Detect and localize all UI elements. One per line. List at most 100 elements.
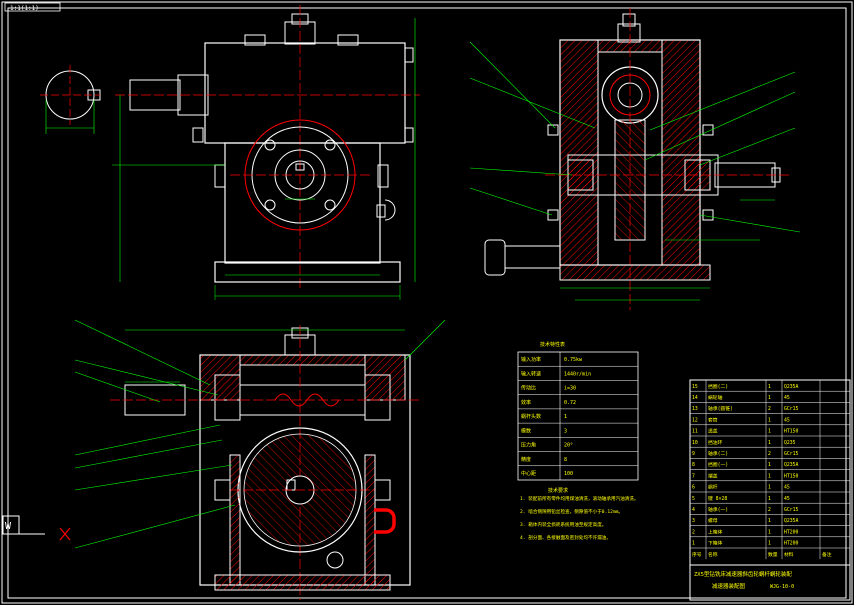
parts-cell: HT200 (784, 541, 799, 547)
parts-cell: 2 (768, 451, 771, 457)
tech-param-value: 0.72 (564, 400, 576, 406)
tech-param-name: 输入转速 (521, 370, 541, 377)
parts-cell: 蜗轮轴 (708, 394, 723, 401)
tech-param-value: 3 (564, 428, 567, 434)
highlighted-oil-plug[interactable] (374, 508, 396, 534)
hatch-left-wall (559, 39, 599, 266)
parts-cell: 蜗杆 (708, 484, 718, 491)
parts-cell: 14 (692, 395, 698, 401)
tech-param-value: 8 (564, 457, 567, 463)
parts-cell: 透盖 (708, 428, 718, 435)
parts-header-cell: 数量 (768, 551, 778, 558)
parts-cell: 2 (692, 529, 695, 535)
parts-cell: 轴承(一) (708, 506, 728, 513)
parts-cell: 2 (768, 507, 771, 513)
tech-param-name: 效率 (521, 399, 531, 406)
front-view[interactable] (40, 5, 420, 300)
parts-cell: 45 (784, 496, 790, 502)
bottom-base (214, 574, 391, 591)
parts-cell: 轴承(二) (708, 450, 728, 457)
parts-cell: 11 (692, 429, 698, 435)
tech-req-title: 技术要求 (548, 487, 568, 494)
title-block[interactable]: ZX5型钻铣床减速器斜齿轮蜗杆蜗轮装配 减速器装配图 WJG-10-0 (690, 564, 850, 590)
tech-param-name: 精度 (521, 456, 531, 463)
parts-cell: 2 (768, 406, 771, 412)
drawing-inner-frame (7, 7, 847, 599)
parts-cell: 4 (692, 507, 695, 513)
tech-param-name: 传动比 (521, 385, 536, 392)
tech-param-value: i=30 (564, 386, 576, 392)
parts-cell: 1 (768, 395, 771, 401)
parts-header-cell: 序号 (692, 551, 702, 558)
title-line2: 减速器装配图 (712, 582, 746, 590)
tech-param-value: 20° (564, 443, 573, 449)
parts-cell: 1 (768, 529, 771, 535)
parts-cell: GCr15 (784, 507, 799, 513)
parts-cell: Q235A (784, 518, 799, 524)
parts-cell: 1 (768, 473, 771, 479)
tech-req-item: 2. 啮合侧隙用铅丝检查，侧隙值不小于0.12mm。 (520, 508, 623, 515)
drawing-tab-label: 1:1(1:1) (10, 5, 39, 12)
parts-cell: 1 (768, 440, 771, 446)
tech-param-value: 0.75kw (564, 357, 583, 363)
parts-cell: 上箱体 (708, 528, 723, 535)
parts-cell: GCr15 (784, 406, 799, 412)
base-plate (214, 261, 401, 283)
parts-cell: 8 (692, 462, 695, 468)
top-view-section[interactable] (74, 319, 446, 600)
parts-cell: 45 (784, 395, 790, 401)
tech-param-value: 100 (564, 471, 573, 477)
parts-cell: HT150 (784, 473, 799, 479)
parts-header-cell: 材料 (784, 551, 794, 558)
parts-cell: Q235 (784, 440, 796, 446)
parts-cell: HT150 (784, 429, 799, 435)
tech-param-name: 输入功率 (521, 356, 541, 363)
parts-cell: 1 (768, 541, 771, 547)
parts-cell: 挡圈(二) (708, 383, 728, 390)
ucs-axis-label: W (5, 521, 12, 532)
parts-cell: 轴承(圆锥) (708, 405, 733, 412)
parts-cell: 5 (692, 496, 695, 502)
parts-header-cell: 名称 (708, 551, 718, 558)
parts-cell: 螺母 (708, 517, 718, 524)
parts-cell: 3 (692, 518, 695, 524)
tech-param-name: 蜗杆头数 (521, 413, 541, 420)
tech-param-name: 压力角 (521, 442, 536, 449)
side-base (559, 264, 711, 281)
tech-req-item: 1. 装配前所有零件均用煤油清洗，滚动轴承用汽油清洗。 (520, 495, 639, 502)
parts-cell: Q235A (784, 462, 799, 468)
tech-param-name: 中心距 (521, 470, 536, 477)
parts-cell: 1 (768, 518, 771, 524)
parts-cell: 1 (768, 485, 771, 491)
parts-cell: 6 (692, 485, 695, 491)
ucs-icon: W (2, 515, 71, 541)
parts-cell: 1 (768, 384, 771, 390)
parts-cell: 9 (692, 451, 695, 457)
parts-cell: 10 (692, 440, 698, 446)
parts-cell: 1 (768, 429, 771, 435)
parts-cell: 挡油环 (708, 439, 723, 446)
parts-cell: Q235A (784, 384, 799, 390)
parts-cell: 1 (768, 417, 771, 423)
parts-cell: 13 (692, 406, 698, 412)
parts-cell: 套筒 (708, 416, 718, 423)
side-view-section[interactable] (469, 8, 801, 310)
parts-cell: 7 (692, 473, 695, 479)
parts-cell: 键 8×28 (708, 495, 727, 502)
parts-cell: 下箱体 (708, 540, 723, 547)
tech-param-value: 1 (564, 414, 567, 420)
parts-header-cell: 备注 (822, 551, 832, 558)
hatch-right-wall (661, 39, 701, 266)
parts-cell: 45 (784, 417, 790, 423)
parts-cell: 1 (768, 462, 771, 468)
parts-cell: 15 (692, 384, 698, 390)
lower-housing (224, 142, 381, 264)
drawing-tab[interactable] (4, 2, 61, 12)
tech-req-item: 4. 剖分面、各接触面及密封处均不许漏油。 (520, 534, 611, 541)
parts-cell: 45 (784, 485, 790, 491)
